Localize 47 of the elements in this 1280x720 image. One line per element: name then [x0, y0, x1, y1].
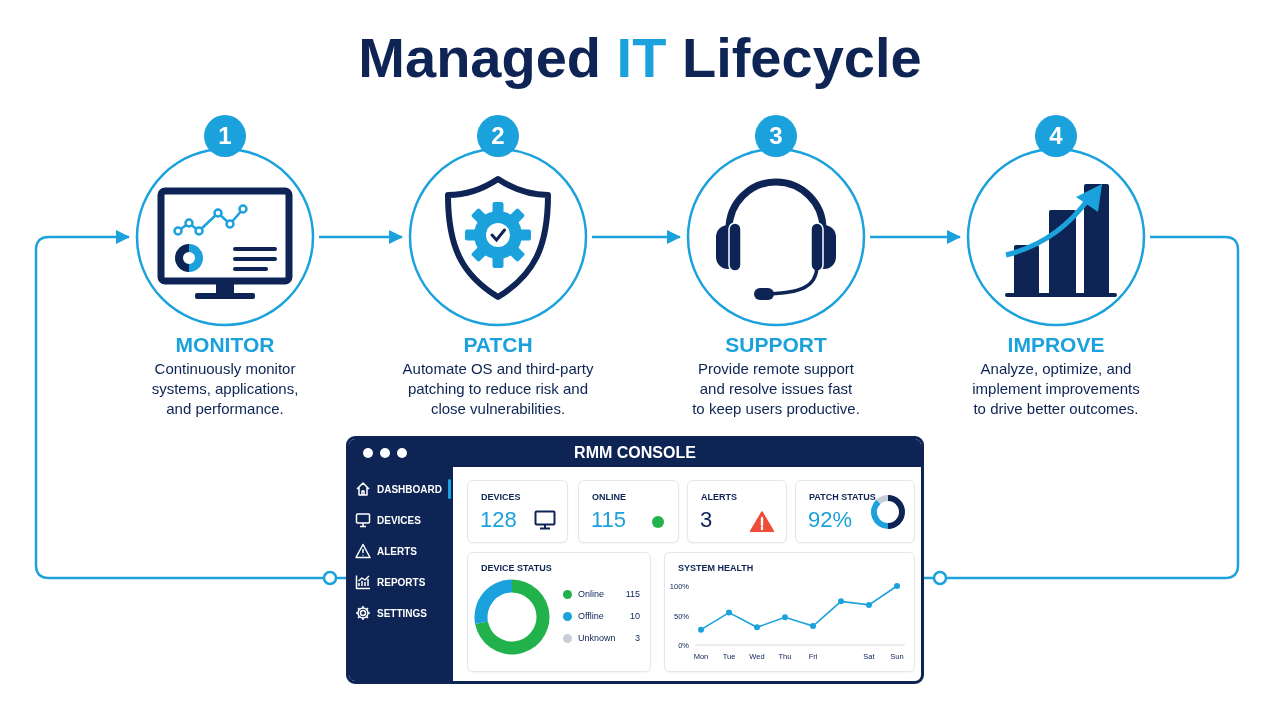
menu-item: ALERTS: [377, 545, 417, 557]
stat-card: [467, 480, 568, 543]
connector-arrow: [592, 230, 681, 244]
connector-arrow: [319, 230, 403, 244]
step-number-badge: 1: [204, 115, 246, 157]
stat-value: 3: [700, 507, 713, 533]
card-title: SYSTEM HEALTH: [678, 563, 754, 573]
stat-value: 92%: [808, 507, 853, 533]
menu-item: DEVICES: [377, 514, 421, 526]
step-number-badge: 2: [477, 115, 519, 157]
step-description: Analyze, optimize, and implement improvements to drive better outcomes.: [971, 359, 1141, 419]
step-description: Continuously monitor systems, applications, and performance.: [150, 359, 300, 419]
step-heading: SUPPORT: [724, 333, 828, 357]
step-description: Provide remote support and resolve issues fast to keep users productive.: [692, 359, 860, 419]
status-count: 10: [630, 611, 640, 621]
card-label: DEVICES: [481, 492, 521, 502]
menu-item: DASHBOARD: [377, 483, 442, 495]
step-heading: MONITOR: [174, 333, 276, 357]
chart-card: [664, 552, 915, 672]
stat-value: 128: [480, 507, 517, 533]
menu-item: REPORTS: [377, 576, 426, 588]
step-heading: PATCH: [462, 333, 534, 357]
stat-card: [795, 480, 915, 543]
card-label: PATCH STATUS: [809, 492, 876, 502]
title: Managed IT Lifecycle: [358, 25, 922, 91]
sidebar: [349, 467, 453, 681]
status-label: Offline: [578, 611, 604, 621]
connector-arrow: [870, 230, 961, 244]
status-count: 115: [625, 589, 640, 599]
console-title: RMM CONSOLE: [574, 444, 696, 462]
stat-card: [578, 480, 679, 543]
step-number-badge: 3: [755, 115, 797, 157]
connector-arrow: [34, 230, 346, 580]
menu-item: SETTINGS: [377, 607, 427, 619]
card-title: DEVICE STATUS: [481, 563, 552, 573]
step-number-badge: 4: [1035, 115, 1077, 157]
step-description: Automate OS and third-party patching to reduce risk and close vulnerabilities.: [401, 359, 595, 419]
stat-value: 115: [591, 507, 627, 533]
console-window: [346, 436, 924, 684]
card-label: ONLINE: [592, 492, 626, 502]
status-label: Online: [578, 589, 604, 599]
status-count: 3: [635, 633, 640, 643]
stat-card: [687, 480, 787, 543]
status-label: Unknown: [578, 633, 616, 643]
step-heading: IMPROVE: [1006, 333, 1106, 357]
chart-card: [467, 552, 651, 672]
card-label: ALERTS: [701, 492, 737, 502]
